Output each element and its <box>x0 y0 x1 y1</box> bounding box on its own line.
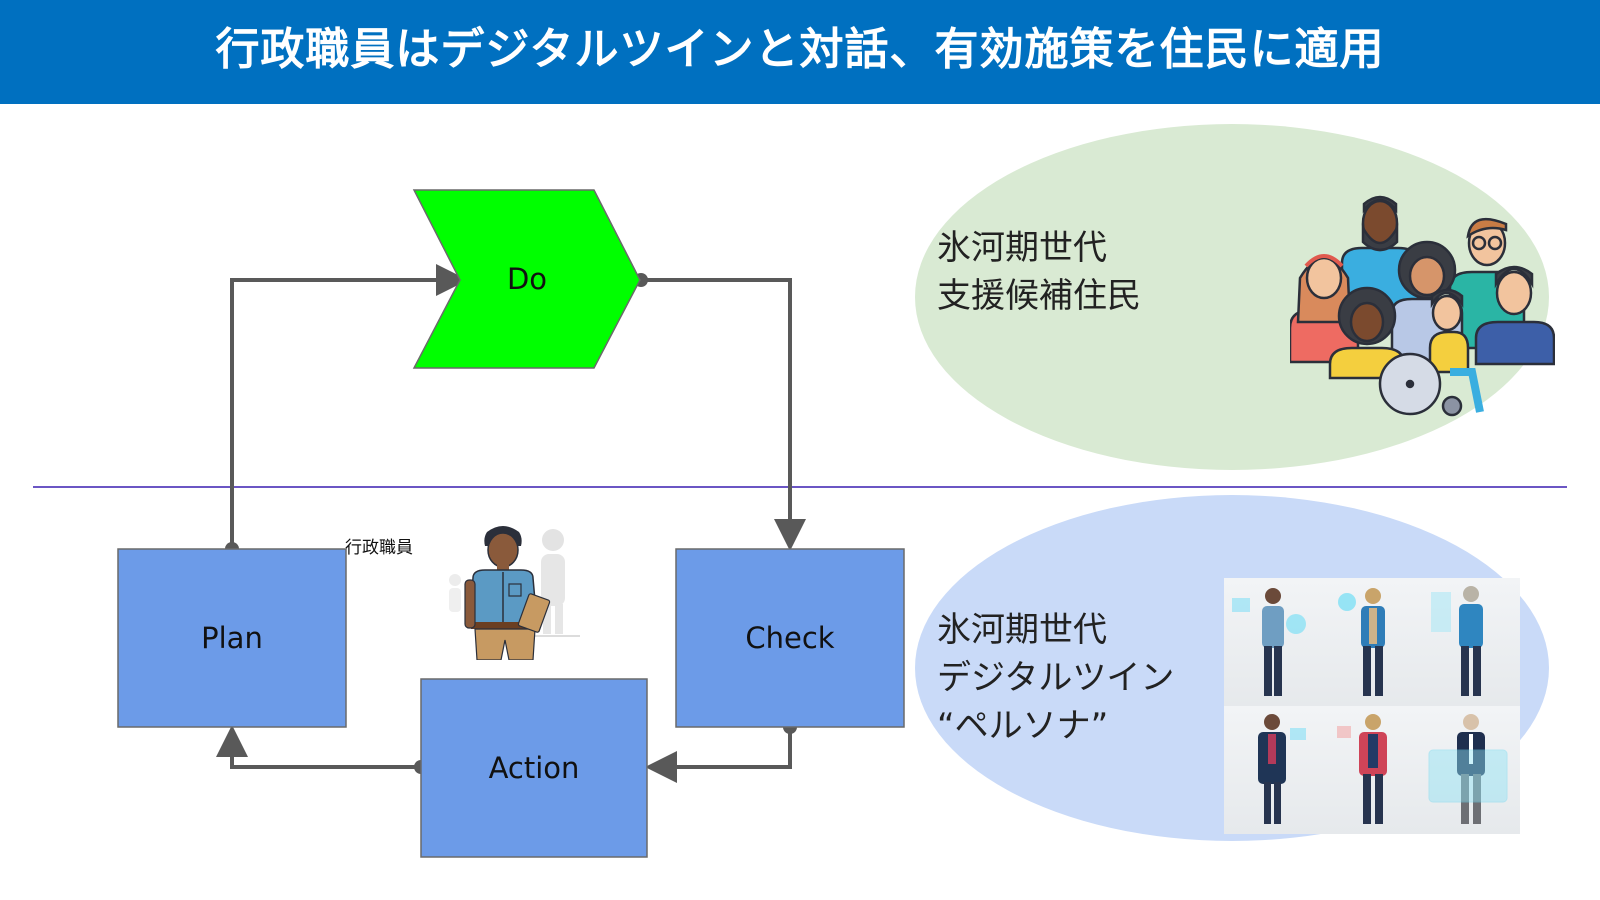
connector-plan-to-do <box>230 264 468 549</box>
plan-box[interactable] <box>117 548 347 728</box>
persona-image-grid <box>1224 578 1520 834</box>
personas-line2: デジタルツイン <box>937 658 1175 698</box>
persona-older-man-suit <box>1421 706 1520 834</box>
page-title: 行政職員はデジタルツインと対話、有効施策を住民に適用 <box>215 24 1385 75</box>
personas-line1: 氷河期世代 <box>937 610 1107 650</box>
do-label: Do <box>506 262 548 296</box>
residents-line1: 氷河期世代 <box>937 228 1107 268</box>
personas-text: 氷河期世代 デジタルツイン “ペルソナ” <box>937 606 1174 750</box>
action-box[interactable] <box>420 678 648 858</box>
residents-line2: 支援候補住民 <box>937 276 1141 316</box>
check-label: Check <box>745 621 835 655</box>
residents-text: 氷河期世代 支援候補住民 <box>937 224 1141 320</box>
personas-line3: “ペルソナ” <box>937 706 1109 746</box>
connector-do-to-check <box>641 278 806 551</box>
action-label: Action <box>488 751 580 785</box>
persona-older-woman-blue-jacket <box>1421 578 1520 706</box>
government-officer-icon <box>449 526 580 660</box>
check-box[interactable] <box>675 548 905 728</box>
title-banner: 行政職員はデジタルツインと対話、有効施策を住民に適用 <box>0 0 1600 104</box>
persona-woman-red-jacket <box>1322 706 1422 834</box>
connector-action-to-plan <box>216 725 421 769</box>
plan-label: Plan <box>201 621 263 655</box>
connector-check-to-action <box>645 727 792 783</box>
persona-woman-navy-coat <box>1224 706 1323 834</box>
persona-woman-blue-cardigan <box>1322 578 1422 706</box>
persona-woman-light-blue-sweater <box>1224 578 1323 706</box>
diverse-people-group-icon <box>1290 195 1555 417</box>
do-chevron[interactable] <box>412 189 641 369</box>
officer-label: 行政職員 <box>345 538 413 558</box>
